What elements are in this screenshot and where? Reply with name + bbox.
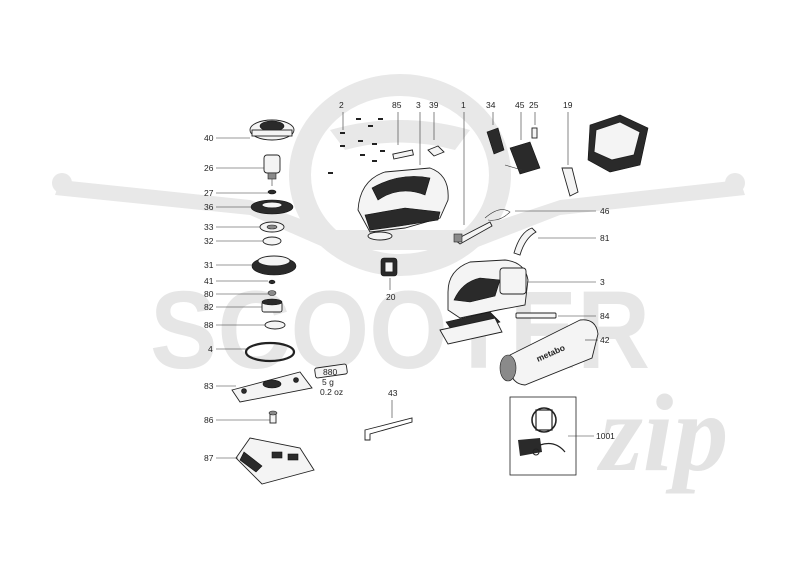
- callout-88[interactable]: 88: [204, 320, 214, 330]
- part-82-bearing[interactable]: [261, 298, 283, 313]
- part-34-switch[interactable]: [486, 112, 505, 155]
- part-40-motor-cap[interactable]: [249, 119, 295, 141]
- callout-45[interactable]: 45: [515, 100, 525, 110]
- callout-82[interactable]: 82: [204, 302, 214, 312]
- callout-1[interactable]: 1: [461, 100, 466, 110]
- part-45-electronics[interactable]: [504, 112, 541, 175]
- part-80-spacer[interactable]: [267, 290, 277, 296]
- callout-40[interactable]: 40: [204, 133, 214, 143]
- callout-39[interactable]: 39: [429, 100, 439, 110]
- callout-25[interactable]: 25: [529, 100, 539, 110]
- callout-86[interactable]: 86: [204, 415, 214, 425]
- callout-87[interactable]: 87: [204, 453, 214, 463]
- callout-2[interactable]: 2: [339, 100, 344, 110]
- callout-36[interactable]: 36: [204, 202, 214, 212]
- part-2-screws[interactable]: [328, 112, 385, 174]
- part-87-sanding-pad[interactable]: [235, 437, 315, 485]
- part-1-switch-rod[interactable]: [453, 112, 493, 245]
- callout-26[interactable]: 26: [204, 163, 214, 173]
- callout-81[interactable]: 81: [600, 233, 610, 243]
- part-33-bearing[interactable]: [259, 221, 285, 233]
- part-31-eccentric[interactable]: [251, 255, 297, 276]
- part-1001-wiring-detail[interactable]: [509, 396, 594, 476]
- callout-33[interactable]: 33: [204, 222, 214, 232]
- callout-19[interactable]: 19: [563, 100, 573, 110]
- part-3-housing-half[interactable]: [357, 112, 449, 241]
- part-26-armature[interactable]: [263, 154, 281, 186]
- callout-20[interactable]: 20: [386, 292, 396, 302]
- part-3-assembled-sander[interactable]: [439, 259, 596, 345]
- callout-4[interactable]: 4: [208, 344, 213, 354]
- callout-83[interactable]: 83: [204, 381, 214, 391]
- part-41-washer[interactable]: [268, 279, 276, 285]
- callout-43[interactable]: 43: [388, 388, 398, 398]
- part-27-washer[interactable]: [267, 189, 277, 195]
- part-86-screw[interactable]: [268, 410, 278, 424]
- callout-41[interactable]: 41: [204, 276, 214, 286]
- part-83-base-plate[interactable]: [231, 371, 313, 403]
- callout-32[interactable]: 32: [204, 236, 214, 246]
- part-battery-pack[interactable]: [587, 114, 649, 173]
- grease-tube-label: 880: [323, 367, 337, 377]
- part-43-hex-key[interactable]: [364, 400, 413, 441]
- part-19-terminal[interactable]: [561, 112, 579, 197]
- callout-46[interactable]: 46: [600, 206, 610, 216]
- callout-3-right[interactable]: 3: [600, 277, 605, 287]
- part-88-snap-ring[interactable]: [264, 320, 286, 330]
- part-36-fan-wheel[interactable]: [250, 199, 294, 215]
- part-32-ring[interactable]: [262, 236, 282, 246]
- watermark-brand-script: zip: [596, 372, 728, 494]
- part-81-clip[interactable]: [513, 227, 596, 256]
- callout-27[interactable]: 27: [204, 188, 214, 198]
- callout-1001[interactable]: 1001: [596, 431, 615, 441]
- part-4-gasket[interactable]: [244, 341, 296, 363]
- watermark: SCOOTER zip: [52, 74, 745, 494]
- callout-80[interactable]: 80: [204, 289, 214, 299]
- part-880-grease-tube[interactable]: 880: [314, 363, 348, 379]
- part-42-dust-bag[interactable]: metabo: [499, 319, 599, 386]
- callout-34[interactable]: 34: [486, 100, 496, 110]
- part-84-strip[interactable]: [515, 312, 596, 319]
- callout-42[interactable]: 42: [600, 335, 610, 345]
- grease-amount-oz: 0.2 oz: [320, 387, 343, 397]
- callout-3-top[interactable]: 3: [416, 100, 421, 110]
- part-46-spring[interactable]: [484, 209, 596, 221]
- part-25-pin[interactable]: [531, 112, 538, 139]
- part-85-strip[interactable]: [392, 112, 414, 160]
- grease-amount-g: 5 g: [322, 377, 334, 387]
- callout-31[interactable]: 31: [204, 260, 214, 270]
- part-39-label[interactable]: [427, 112, 445, 157]
- part-20-knob[interactable]: [380, 257, 398, 290]
- callout-85[interactable]: 85: [392, 100, 402, 110]
- left-callouts: 40 26 27 36 33 32 31 41 80 82 88 4 83 86…: [204, 133, 270, 463]
- callout-84[interactable]: 84: [600, 311, 610, 321]
- watermark-scooter-silhouette: [52, 74, 745, 276]
